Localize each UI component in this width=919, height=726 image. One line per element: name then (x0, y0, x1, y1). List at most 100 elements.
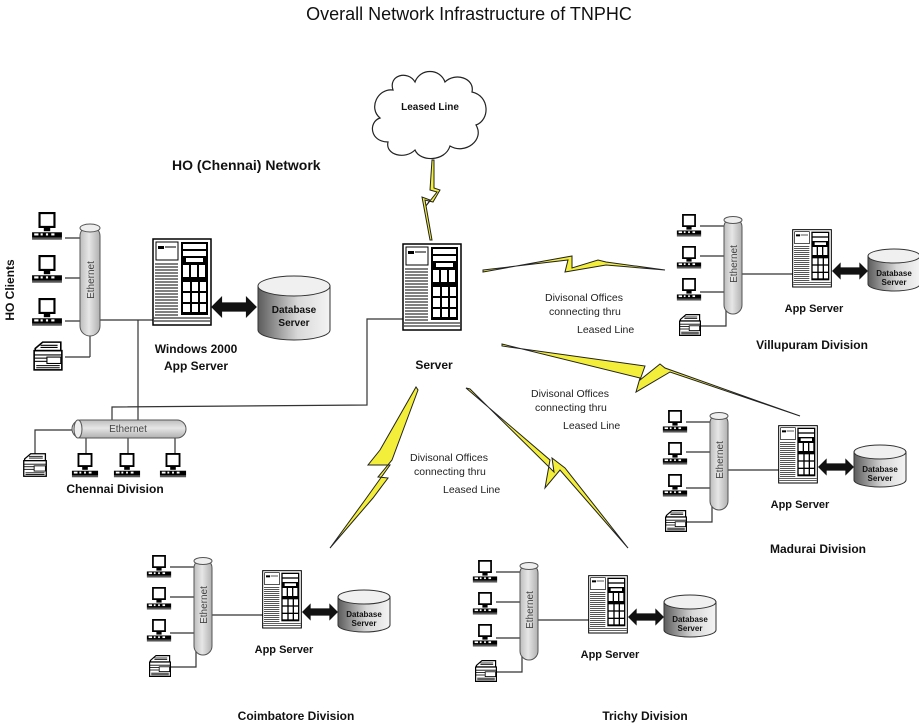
client-pc-3 (472, 624, 498, 648)
ho-ethernet-label: Ethernet (86, 261, 97, 299)
svg-text:Database: Database (272, 305, 317, 316)
client-pc-1 (676, 214, 702, 238)
ethernet-label: Ethernet (729, 245, 740, 283)
ho-app-server-label-2: App Server (164, 359, 228, 373)
diagram-title: Overall Network Infrastructure of TNPHC (306, 4, 632, 24)
ho-client-pc-2 (30, 255, 64, 284)
lightning-coimbatore (329, 386, 419, 549)
app-server-icon (792, 229, 832, 288)
ho-ethernet-tube: Ethernet (79, 223, 101, 337)
svg-text:Database: Database (672, 615, 708, 624)
svg-text:Divisonal Offices: Divisonal Offices (531, 388, 609, 400)
client-pc-3 (676, 278, 702, 302)
ethernet-label: Ethernet (525, 591, 536, 629)
lightning-links (329, 159, 801, 549)
svg-text:Leased Line: Leased Line (577, 324, 634, 336)
ho-db-arrow-icon (211, 296, 257, 318)
chennai-ethernet-tube: Ethernet (71, 419, 187, 439)
lightning-cloud-server (421, 159, 441, 241)
svg-text:Database: Database (346, 610, 382, 619)
ho-database-server: Database Server (257, 275, 331, 341)
app-server-label: App Server (771, 499, 830, 511)
lightning-villupuram (482, 255, 666, 273)
ho-app-server-icon (152, 238, 212, 326)
printer (678, 313, 702, 337)
svg-text:Database: Database (862, 465, 898, 474)
chennai-division-label: Chennai Division (66, 482, 163, 496)
ho-client-pc-1 (30, 212, 64, 241)
app-server-icon (262, 570, 302, 629)
svg-text:Leased Line: Leased Line (563, 420, 620, 432)
client-pc-2 (146, 587, 172, 611)
ho-clients-label: HO Clients (3, 259, 17, 321)
client-pc-3 (662, 474, 688, 498)
division-label: Coimbatore Division (238, 709, 355, 723)
ethernet-label: Ethernet (199, 586, 210, 624)
division-label: Trichy Division (602, 709, 687, 723)
app-server-icon (778, 425, 818, 484)
db-arrow-icon (832, 262, 868, 280)
ethernet-tube: Ethernet (519, 562, 539, 661)
cloud-label: Leased Line (401, 102, 459, 113)
central-server-icon (402, 243, 462, 331)
chennai-pc-1 (70, 453, 100, 479)
app-server-label: App Server (785, 303, 844, 315)
svg-text:connecting thru: connecting thru (549, 306, 621, 318)
app-server-label: App Server (255, 644, 314, 656)
app-server-icon (588, 575, 628, 634)
svg-text:connecting thru: connecting thru (414, 466, 486, 478)
db-arrow-icon (818, 458, 854, 476)
ethernet-label: Ethernet (715, 441, 726, 479)
chennai-printer (23, 453, 47, 477)
chennai-ethernet-label: Ethernet (109, 424, 147, 435)
printer (474, 659, 498, 683)
lightning-madurai (501, 343, 801, 417)
db-arrow-icon (628, 608, 664, 626)
printer (148, 654, 172, 678)
ho-network-label: HO (Chennai) Network (172, 157, 321, 173)
svg-text:Divisonal Offices: Divisonal Offices (410, 452, 488, 464)
client-pc-1 (146, 555, 172, 579)
client-pc-1 (662, 410, 688, 434)
ethernet-tube: Ethernet (193, 557, 213, 656)
svg-text:Server: Server (678, 624, 703, 633)
client-pc-2 (676, 246, 702, 270)
chennai-pc-2 (112, 453, 142, 479)
ho-app-server-label-1: Windows 2000 (155, 342, 238, 356)
ho-printer (33, 341, 63, 371)
printer (664, 509, 688, 533)
chennai-pc-3 (158, 453, 188, 479)
svg-text:Divisonal Offices: Divisonal Offices (545, 292, 623, 304)
link-note-south: Divisonal Offices connecting thru Leased… (410, 452, 500, 496)
central-server-label: Server (415, 358, 453, 372)
svg-text:Server: Server (882, 278, 907, 287)
svg-text:Server: Server (278, 318, 309, 329)
division-label: Villupuram Division (756, 338, 868, 352)
svg-text:Server: Server (352, 619, 377, 628)
client-pc-1 (472, 560, 498, 584)
svg-text:Leased Line: Leased Line (443, 484, 500, 496)
division-label: Madurai Division (770, 542, 866, 556)
leased-line-cloud: Leased Line (371, 70, 487, 160)
svg-text:Database: Database (876, 269, 912, 278)
app-server-label: App Server (581, 649, 640, 661)
svg-text:Server: Server (868, 474, 893, 483)
client-pc-3 (146, 619, 172, 643)
ho-client-pc-3 (30, 298, 64, 327)
client-pc-2 (662, 442, 688, 466)
svg-text:connecting thru: connecting thru (535, 402, 607, 414)
client-pc-2 (472, 592, 498, 616)
link-note-villupuram: Divisonal Offices connecting thru Leased… (545, 292, 634, 336)
ethernet-tube: Ethernet (723, 216, 743, 315)
lightning-trichy (465, 387, 629, 549)
db-arrow-icon (302, 603, 338, 621)
